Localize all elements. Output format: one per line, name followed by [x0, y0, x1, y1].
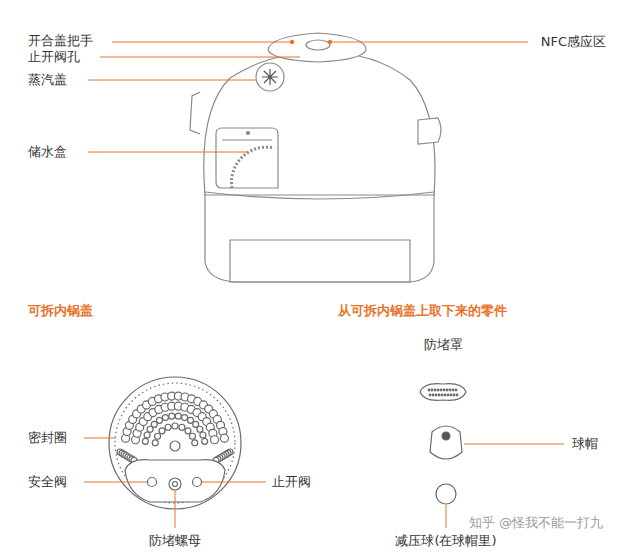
cooker-lid — [204, 52, 435, 195]
part-label: 储水盒 — [28, 144, 67, 160]
water-box — [216, 128, 278, 188]
leader-line — [100, 57, 300, 58]
cover-dot — [449, 389, 451, 391]
part-label: 球帽 — [572, 436, 598, 452]
cover-dot — [440, 389, 442, 391]
leader-line — [112, 42, 290, 43]
vent-hole — [211, 436, 219, 444]
cover-dot — [437, 389, 439, 391]
leader-line — [175, 490, 176, 528]
section-heading: 从可拆内锅盖上取下来的零件 — [338, 303, 507, 319]
cooker-foot — [230, 240, 410, 282]
nfc-zone — [306, 40, 330, 50]
leader-line — [84, 438, 116, 439]
part-label: 止开阀孔 — [28, 49, 80, 65]
steam-lid-mark — [262, 69, 278, 85]
vent-hole — [155, 433, 161, 439]
part-label: 减压球(在球帽里) — [395, 533, 496, 549]
leader-line — [202, 482, 266, 483]
vent-hole — [220, 434, 228, 442]
cover-dot — [434, 389, 436, 391]
cover-dot — [453, 394, 455, 396]
watermark: 知乎 @怪我不能一打九 — [469, 515, 603, 531]
part-label: NFC感应区 — [541, 34, 606, 50]
safety-valve — [148, 478, 157, 487]
cover-dot — [431, 389, 433, 391]
steam-lid — [256, 63, 284, 91]
vent-hole — [144, 432, 150, 438]
vent-hole — [185, 428, 191, 434]
vent-hole — [142, 438, 148, 444]
vent-hole — [192, 440, 198, 446]
lid-seam — [205, 192, 434, 199]
leader-line — [88, 80, 256, 81]
vent-hole — [172, 423, 178, 429]
anti-block-nut-core — [173, 482, 178, 487]
vent-hole — [200, 432, 206, 438]
leader-line — [446, 505, 447, 528]
vent-hole — [202, 438, 208, 444]
vent-hole — [159, 428, 165, 434]
vent-hole — [152, 440, 158, 446]
cover-dot — [450, 394, 452, 396]
vent-hole — [165, 424, 171, 430]
inner-lid — [109, 377, 241, 509]
cover-dot — [429, 394, 431, 396]
cover-dot — [444, 394, 446, 396]
part-label: 防堵螺母 — [149, 533, 201, 549]
ball-cap — [430, 426, 462, 459]
cover-dot — [447, 394, 449, 396]
leader-dot — [328, 40, 332, 44]
cover-dot — [446, 389, 448, 391]
leader-line — [464, 444, 564, 445]
part-label: 密封圈 — [28, 430, 67, 446]
side-handle-left — [190, 92, 200, 134]
cover-dot — [456, 394, 458, 396]
leader-line — [330, 42, 528, 43]
cover-dot — [432, 394, 434, 396]
vent-hole — [189, 433, 195, 439]
lid-handle — [268, 33, 366, 62]
float-valve — [193, 478, 202, 487]
cooker-base — [205, 190, 434, 282]
leader-line — [84, 482, 147, 483]
section-heading: 可拆内锅盖 — [28, 303, 93, 319]
part-label: 防堵罩 — [424, 337, 463, 353]
cover-dot — [455, 389, 457, 391]
water-box-dot — [247, 132, 250, 135]
vent-hole — [156, 417, 162, 423]
lid-center — [170, 441, 180, 451]
vent-hole — [197, 426, 203, 432]
cover-dot — [452, 389, 454, 391]
vent-hole — [162, 415, 168, 421]
side-handle — [418, 118, 441, 144]
pressure-ball — [436, 484, 456, 504]
cover-dot — [441, 394, 443, 396]
cover-dot — [438, 394, 440, 396]
leader-dot — [290, 40, 294, 44]
vent-hole — [182, 415, 188, 421]
cover-dot — [428, 389, 430, 391]
vent-hole — [175, 413, 181, 419]
part-label: 开合盖把手 — [28, 33, 93, 49]
anti-block-cover — [420, 384, 466, 401]
water-box-line — [222, 139, 272, 140]
anti-block-nut — [169, 478, 181, 490]
part-label: 蒸汽盖 — [28, 72, 67, 88]
water-box-grip — [232, 147, 274, 188]
part-label: 止开阀 — [272, 474, 311, 490]
leader-line — [88, 152, 248, 153]
vent-hole — [179, 424, 185, 430]
ball-cap-top — [442, 432, 450, 440]
seal-ring — [115, 383, 235, 503]
cover-dot — [443, 389, 445, 391]
cover-dot — [435, 394, 437, 396]
vent-hole — [169, 413, 175, 419]
part-label: 安全阀 — [28, 474, 67, 490]
